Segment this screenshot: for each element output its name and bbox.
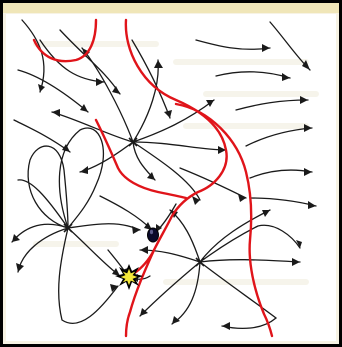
flow-lines xyxy=(12,20,316,328)
arrowhead xyxy=(132,226,140,234)
flow-line xyxy=(250,198,316,206)
flow-line xyxy=(172,262,200,324)
arrowhead xyxy=(172,316,180,324)
flow-line xyxy=(140,262,200,316)
arrowhead xyxy=(262,44,270,52)
flow-line xyxy=(68,224,140,230)
flow-line xyxy=(133,142,200,200)
flow-line xyxy=(250,170,312,178)
flow-line xyxy=(22,20,44,92)
arrowhead xyxy=(304,124,312,132)
flow-line xyxy=(52,112,133,142)
arrowhead xyxy=(140,246,148,254)
flow-line xyxy=(133,60,158,142)
arrowhead xyxy=(222,322,230,330)
flow-line xyxy=(216,72,290,78)
dark-oval-icon xyxy=(148,228,159,242)
arrowhead xyxy=(206,100,214,107)
arrowhead xyxy=(80,104,88,112)
flow-arrowheads xyxy=(12,44,316,330)
arrowhead xyxy=(164,110,172,118)
arrowhead xyxy=(304,168,312,176)
arrowhead xyxy=(302,60,310,70)
separatrix-right xyxy=(176,104,272,336)
separatrix-main xyxy=(126,20,227,336)
arrowhead xyxy=(112,268,120,276)
flow-line xyxy=(59,228,118,323)
flow-line xyxy=(133,142,226,150)
arrowhead xyxy=(292,258,300,266)
arrowhead xyxy=(154,60,163,68)
flow-line xyxy=(68,228,120,276)
arrowhead xyxy=(300,96,308,104)
arrowhead xyxy=(238,194,246,202)
flow-line xyxy=(196,40,270,49)
flow-line xyxy=(200,262,276,328)
flow-line xyxy=(270,22,310,70)
arrowhead xyxy=(80,166,88,174)
arrowhead xyxy=(308,201,316,209)
flow-line xyxy=(18,180,68,228)
flow-line xyxy=(236,100,308,110)
flow-line xyxy=(59,128,103,228)
flow-line xyxy=(246,128,312,146)
flow-line xyxy=(12,224,68,242)
arrowhead xyxy=(112,86,120,94)
